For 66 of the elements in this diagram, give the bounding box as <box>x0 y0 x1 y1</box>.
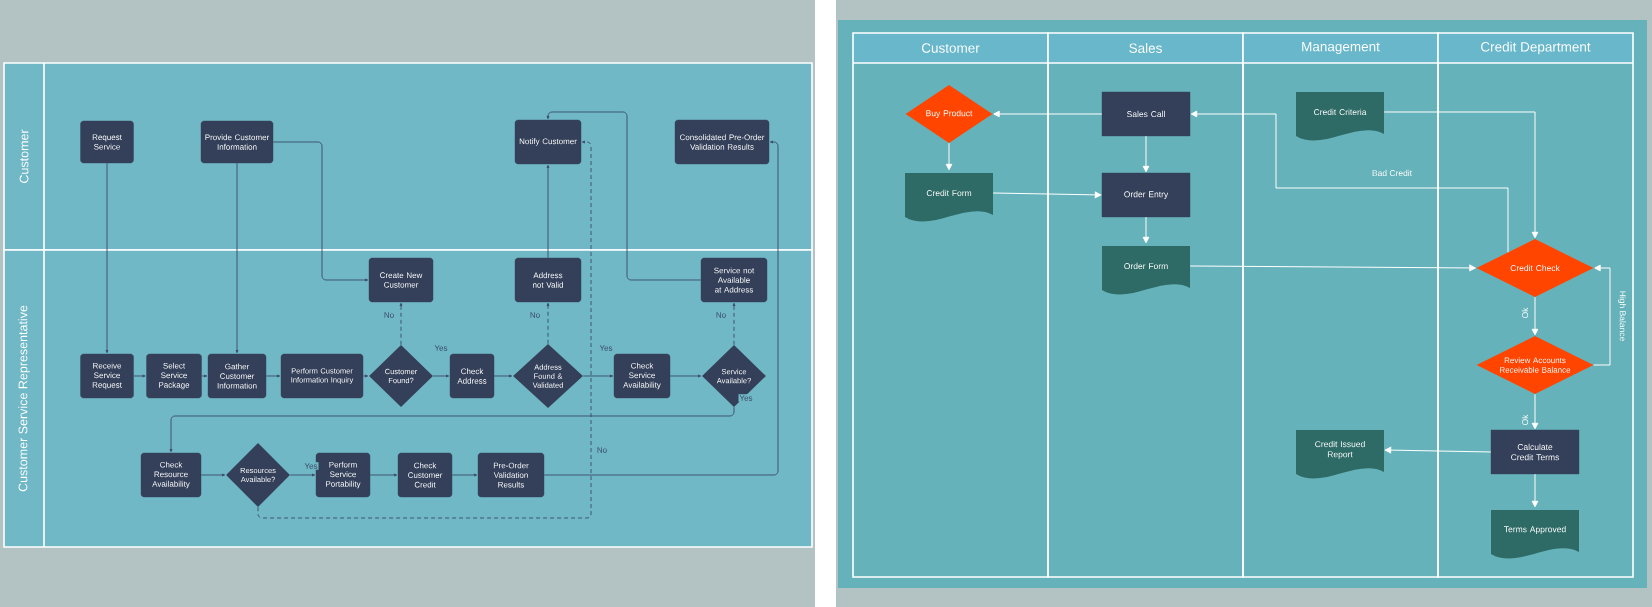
arrow <box>582 374 614 378</box>
process-box: Check Customer Credit <box>397 452 453 498</box>
process-box: Check Service Availability <box>613 353 671 399</box>
edge-label: Bad Credit <box>1370 168 1414 178</box>
arrow <box>546 164 550 259</box>
arrow <box>451 473 478 477</box>
arrow <box>1531 296 1539 336</box>
process-box: Select Service Package <box>146 353 202 399</box>
process-box: Order Entry <box>1101 172 1191 218</box>
arrow <box>1383 111 1539 239</box>
arrow <box>1593 264 1611 366</box>
arrow <box>362 374 369 378</box>
edge-label: No <box>714 311 728 319</box>
arrow <box>169 406 735 453</box>
arrow <box>105 162 109 354</box>
arrow <box>235 162 239 354</box>
process-box: Calculate Credit Terms <box>1490 429 1580 475</box>
edge-label: Yes <box>738 394 754 402</box>
edge-label: High Balance <box>1617 289 1627 343</box>
arrow <box>493 374 513 378</box>
arrow <box>265 374 281 378</box>
edge-label: Ok <box>1520 306 1530 320</box>
edge-label: Yes <box>598 344 614 352</box>
process-box: Check Resource Availability <box>140 452 202 498</box>
process-box: Request Service <box>80 120 134 164</box>
arrow <box>992 191 1102 199</box>
edge-label: No <box>595 446 609 454</box>
arrow <box>133 374 146 378</box>
process-box: Receive Service Request <box>80 353 134 399</box>
arrow <box>546 302 550 345</box>
arrow <box>399 302 403 346</box>
arrow <box>543 140 779 476</box>
arrow <box>732 302 736 346</box>
arrow <box>1142 135 1150 173</box>
arrow <box>1531 393 1539 430</box>
process-box: Gather Customer Information <box>207 353 267 399</box>
arrow <box>1142 216 1150 244</box>
process-box: Check Address <box>449 353 495 399</box>
edge-label: No <box>382 311 396 319</box>
arrow <box>1189 264 1476 272</box>
process-box: Create New Customer <box>368 257 434 303</box>
process-box: Pre-Order Validation Results <box>477 452 545 498</box>
arrow <box>1531 473 1539 508</box>
arrow <box>432 374 450 378</box>
arrow <box>369 473 398 477</box>
arrow <box>289 473 316 477</box>
arrow <box>200 473 226 477</box>
arrow <box>257 140 592 519</box>
arrow <box>546 111 702 281</box>
edge-label: Ok <box>1520 413 1530 427</box>
edge-label: Yes <box>303 462 319 470</box>
process-box: Service not Available at Address <box>700 257 768 303</box>
process-box: Sales Call <box>1101 91 1191 137</box>
arrow <box>669 374 702 378</box>
process-box: Provide Customer Information <box>200 120 274 164</box>
edge-label: No <box>528 311 542 319</box>
process-box: Consolidated Pre-Order Validation Results <box>674 119 770 165</box>
edge-label: Yes <box>433 344 449 352</box>
arrow <box>945 142 953 171</box>
arrow <box>993 110 1103 118</box>
arrow <box>1384 446 1492 454</box>
arrow <box>272 141 369 282</box>
arrow <box>201 374 208 378</box>
process-box: Address not Valid <box>514 257 582 303</box>
process-box: Notify Customer <box>514 119 582 165</box>
arrow <box>1190 110 1509 253</box>
